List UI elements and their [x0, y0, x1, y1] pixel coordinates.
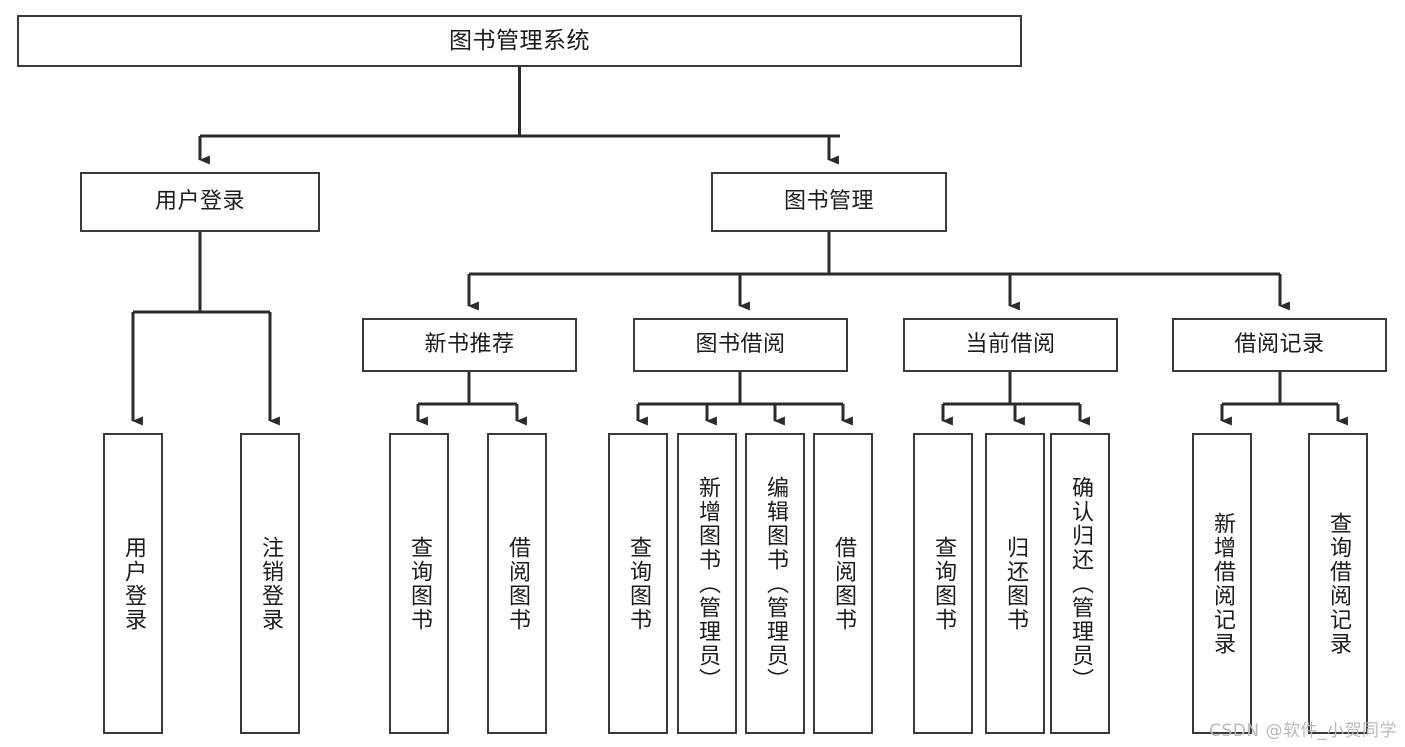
leaf-query-book-2[interactable]: 查询图书 — [608, 433, 668, 734]
leaf-query-book-3-label: 查询图书 — [930, 535, 956, 632]
node-book-manage[interactable]: 图书管理 — [711, 172, 947, 232]
leaf-query-record[interactable]: 查询借阅记录 — [1308, 433, 1368, 734]
leaf-return-book[interactable]: 归还图书 — [985, 433, 1045, 734]
leaf-user-logout[interactable]: 注销登录 — [240, 433, 300, 734]
leaf-borrow-book-1-label: 借阅图书 — [504, 535, 530, 632]
node-current-borrow-label: 当前借阅 — [965, 332, 1056, 357]
node-root[interactable]: 图书管理系统 — [17, 15, 1022, 67]
leaf-user-login[interactable]: 用户登录 — [103, 433, 163, 734]
node-new-book-recommend[interactable]: 新书推荐 — [362, 318, 577, 372]
leaf-confirm-return-label: 确认归还（管理员） — [1067, 475, 1093, 692]
leaf-edit-book[interactable]: 编辑图书（管理员） — [745, 433, 805, 734]
csdn-watermark: CSDN @软件_小贺同学 — [1209, 721, 1397, 741]
node-current-borrow[interactable]: 当前借阅 — [903, 318, 1118, 372]
node-new-book-recommend-label: 新书推荐 — [424, 332, 515, 357]
leaf-query-book-3[interactable]: 查询图书 — [913, 433, 973, 734]
leaf-return-book-label: 归还图书 — [1002, 535, 1028, 632]
node-book-borrow-label: 图书借阅 — [695, 332, 786, 357]
node-user-login-label: 用户登录 — [154, 189, 245, 214]
leaf-add-book-label: 新增图书（管理员） — [694, 475, 720, 692]
node-book-borrow[interactable]: 图书借阅 — [633, 318, 848, 372]
leaf-query-book-1-label: 查询图书 — [406, 535, 432, 632]
leaf-user-login-label: 用户登录 — [120, 535, 146, 632]
leaf-query-book-1[interactable]: 查询图书 — [389, 433, 449, 734]
leaf-add-record-label: 新增借阅记录 — [1209, 511, 1235, 656]
leaf-borrow-book-2[interactable]: 借阅图书 — [813, 433, 873, 734]
leaf-add-record[interactable]: 新增借阅记录 — [1192, 433, 1252, 734]
leaf-user-logout-label: 注销登录 — [257, 535, 283, 632]
node-borrow-record[interactable]: 借阅记录 — [1172, 318, 1387, 372]
node-root-label: 图书管理系统 — [449, 27, 590, 54]
node-book-manage-label: 图书管理 — [783, 189, 874, 214]
leaf-add-book[interactable]: 新增图书（管理员） — [677, 433, 737, 734]
leaf-query-record-label: 查询借阅记录 — [1325, 511, 1351, 656]
node-borrow-record-label: 借阅记录 — [1234, 332, 1325, 357]
leaf-confirm-return[interactable]: 确认归还（管理员） — [1050, 433, 1110, 734]
leaf-query-book-2-label: 查询图书 — [625, 535, 651, 632]
node-user-login[interactable]: 用户登录 — [80, 172, 320, 232]
leaf-edit-book-label: 编辑图书（管理员） — [762, 475, 788, 692]
leaf-borrow-book-2-label: 借阅图书 — [830, 535, 856, 632]
leaf-borrow-book-1[interactable]: 借阅图书 — [487, 433, 547, 734]
